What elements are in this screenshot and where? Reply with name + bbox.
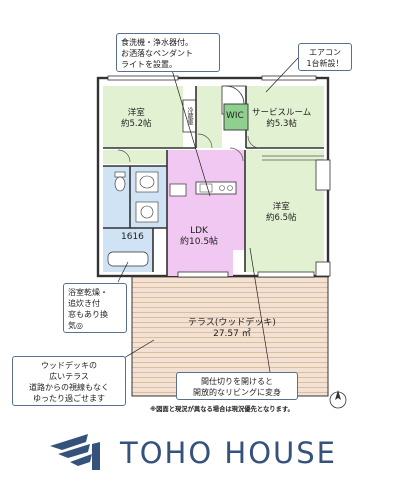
- windows-top: [107, 75, 317, 81]
- door-swings: [117, 133, 261, 163]
- upper-hall-floor: [103, 150, 167, 164]
- service-room-floor: [246, 86, 324, 148]
- western-room-1-floor: [103, 86, 183, 148]
- partition-callout: 間仕切りを開けると 開放的なリビングに変身: [176, 372, 298, 400]
- kitchen-callout-line-3: ライトを設置。: [121, 60, 177, 69]
- wic-floor: [223, 103, 249, 131]
- terrace-name: テラス(ウッドデッキ): [188, 318, 276, 328]
- western-room-2-label: 洋室 約6.5帖: [266, 202, 297, 224]
- terrace-callout-line-3: 道路からの視線もなく: [29, 383, 109, 392]
- bath-callout-line-2: 追炊き付: [68, 299, 100, 308]
- disclaimer-note: ※図面と現況が異なる場合は現況優先となります。: [150, 406, 294, 413]
- kitchen-callout: 食洗機・浄水器付。 お洒落なペンダント ライトを設置。: [116, 33, 220, 72]
- service-room-label: サービスルーム 約5.3帖: [252, 108, 311, 130]
- terrace-callout-line-2: 広いテラス: [49, 372, 89, 381]
- callout-leaders: [103, 57, 299, 373]
- toho-logo-icon: [44, 432, 114, 472]
- terrace-label: テラス(ウッドデッキ) 27.57 ㎡: [188, 318, 276, 340]
- partition-callout-line-1: 間仕切りを開けると: [201, 377, 273, 386]
- floor-plan: [96, 57, 331, 397]
- bath-callout: 浴室乾燥・ 追炊き付 窓もあり換 気◎: [63, 283, 127, 333]
- brand-name: TOHO HOUSE: [120, 436, 337, 470]
- bath-callout-line-3: 窓もあり換: [68, 310, 108, 319]
- washbasin: [135, 171, 159, 223]
- kitchen-callout-line-2: お洒落なペンダント: [121, 49, 193, 58]
- terrace-callout-line-4: ゆったり過ごせます: [33, 394, 105, 403]
- ldk-name: LDK: [190, 226, 208, 236]
- terrace-callout: ウッドデッキの 広いテラス 道路からの視線もなく ゆったり過ごせます: [12, 356, 126, 406]
- bathtub: [107, 251, 149, 267]
- entrance-door: [225, 85, 245, 105]
- ldk-floor: [167, 150, 245, 276]
- toilet: [114, 171, 126, 192]
- fridge-closet-label: 冷蔵庫: [186, 107, 193, 125]
- western-room-1-label: 洋室 約5.2帖: [121, 108, 152, 130]
- ldk-label: LDK 約10.5帖: [180, 226, 218, 248]
- aircon-callout-line-1: エアコン: [309, 48, 341, 57]
- exterior-units: [315, 159, 331, 277]
- terrace-callout-line-1: ウッドデッキの: [41, 361, 97, 370]
- western-room-2-floor: [245, 150, 324, 272]
- wic-label: WIC: [226, 111, 244, 121]
- aircon-callout: エアコン 1台新設！: [298, 43, 352, 71]
- service-room-name: サービスルーム: [252, 108, 312, 118]
- bath-size-label: 1616: [121, 232, 144, 242]
- interior-walls: [103, 86, 324, 276]
- kitchen-counter: [195, 181, 237, 195]
- bath-callout-line-1: 浴室乾燥・: [68, 288, 108, 297]
- aircon-callout-line-2: 1台新設！: [306, 59, 344, 68]
- western-room-1-size: 約5.2帖: [121, 119, 152, 129]
- terrace-size: 27.57 ㎡: [213, 329, 251, 339]
- ldk-size: 約10.5帖: [180, 237, 219, 247]
- partition-callout-line-2: 開放的なリビングに変身: [193, 388, 281, 397]
- closet-lines: [262, 155, 324, 161]
- windows-bottom: [177, 271, 315, 278]
- bath-callout-line-4: 気◎: [68, 321, 83, 330]
- hallway-floor: [196, 86, 222, 148]
- western-room-2-name: 洋室: [272, 202, 290, 212]
- fridge-box: [169, 183, 187, 197]
- western-room-1-name: 洋室: [127, 108, 145, 118]
- kitchen-callout-line-1: 食洗機・浄水器付。: [121, 38, 193, 47]
- compass-icon: [328, 388, 348, 410]
- western-room-2-size: 約6.5帖: [266, 213, 297, 223]
- service-room-size: 約5.3帖: [266, 119, 297, 129]
